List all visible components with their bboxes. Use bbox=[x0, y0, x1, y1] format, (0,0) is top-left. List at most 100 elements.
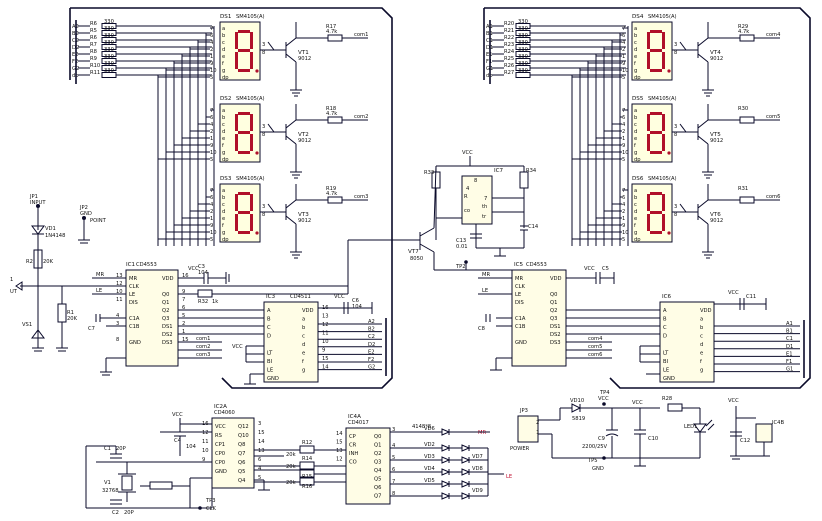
resistor-label: R23 bbox=[504, 42, 514, 48]
pin-name: d bbox=[634, 47, 637, 53]
transistor-collector bbox=[285, 135, 297, 145]
segment-f bbox=[235, 194, 238, 211]
com-pin: 8 bbox=[674, 50, 677, 56]
transistor-part: 9012 bbox=[710, 56, 723, 62]
right-board-frame bbox=[484, 7, 811, 389]
pin-name: Q7 bbox=[238, 451, 245, 457]
transistor-label: VT6 bbox=[710, 212, 721, 218]
com-pin: 3 bbox=[674, 42, 677, 48]
segment-d bbox=[650, 151, 662, 154]
pin-name: b bbox=[634, 195, 638, 201]
svg-text:TP2: TP2 bbox=[455, 264, 466, 270]
pin-name: c bbox=[634, 122, 637, 128]
pin-name: Q0 bbox=[162, 292, 169, 298]
svg-text:R33: R33 bbox=[424, 170, 434, 176]
pin-number: 7 bbox=[182, 297, 185, 303]
pin-name: Q0 bbox=[550, 292, 557, 298]
pin-number: 12 bbox=[322, 322, 329, 328]
pin-number: 10 bbox=[622, 68, 629, 74]
pin-name: c bbox=[302, 334, 305, 340]
pin-name: b bbox=[634, 33, 638, 39]
segment-b bbox=[250, 194, 253, 211]
pin-number: 15 bbox=[182, 337, 189, 343]
svg-text:20P: 20P bbox=[116, 446, 126, 452]
resistor-label: R9 bbox=[90, 56, 97, 62]
svg-text:0.01: 0.01 bbox=[456, 244, 468, 250]
pin-name: dp bbox=[634, 237, 641, 243]
pin-name: b bbox=[222, 115, 226, 121]
svg-text:CLK: CLK bbox=[206, 506, 217, 512]
transistor-label: VT2 bbox=[298, 132, 309, 138]
transistor-part: 9012 bbox=[298, 138, 311, 144]
transistor-collector bbox=[285, 53, 297, 63]
svg-text:R34: R34 bbox=[526, 168, 537, 174]
power-supply: 2 1 JP3 POWER VD10 5819 TP4 VCC C9 2200/… bbox=[510, 390, 784, 472]
wire bbox=[267, 203, 275, 213]
diode bbox=[461, 480, 471, 488]
pin-number: 1 bbox=[622, 136, 625, 142]
pin-name: VDD bbox=[162, 276, 174, 282]
resistor-label: R17 bbox=[326, 24, 336, 30]
pin-name: D bbox=[663, 334, 667, 340]
pin-number: 14 bbox=[258, 439, 265, 445]
transistor-emitter bbox=[697, 119, 709, 129]
svg-text:VCC: VCC bbox=[632, 400, 643, 406]
pin-number: 9 bbox=[322, 348, 325, 354]
segment-net-label: C2 bbox=[368, 334, 375, 340]
svg-text:IC4B: IC4B bbox=[772, 420, 784, 426]
pin-name: e bbox=[222, 136, 225, 142]
resistor bbox=[739, 196, 755, 204]
pin-name: DS3 bbox=[162, 340, 173, 346]
pin-name: dp bbox=[634, 75, 641, 81]
pin-number: 4 bbox=[258, 466, 262, 472]
segment-a bbox=[650, 112, 662, 115]
pin-number: 8 bbox=[392, 491, 395, 497]
resistor-label: R10 bbox=[90, 63, 100, 69]
pin-name: CP0 bbox=[215, 451, 225, 457]
svg-text:104: 104 bbox=[352, 304, 363, 310]
pin-number: 3 bbox=[392, 427, 395, 433]
pin-number: 5 bbox=[392, 455, 395, 461]
pin-name: b bbox=[634, 115, 638, 121]
resistor-value: 330 bbox=[104, 40, 114, 46]
svg-text:R2: R2 bbox=[26, 259, 33, 265]
pin-name: BI bbox=[267, 359, 273, 365]
resistor-net-label: F1 bbox=[486, 59, 492, 65]
diode-label: VD2 bbox=[424, 442, 435, 448]
segment-e bbox=[235, 214, 238, 231]
pin-name: Q4 bbox=[374, 468, 382, 474]
svg-text:LE: LE bbox=[96, 288, 102, 294]
svg-text:1: 1 bbox=[10, 277, 13, 283]
pin-number: 5 bbox=[622, 157, 625, 163]
pin-number: 16 bbox=[202, 421, 209, 427]
pin-name: Q2 bbox=[550, 308, 557, 314]
diode bbox=[441, 492, 451, 500]
pin-name: e bbox=[634, 54, 637, 60]
pin-number: 10 bbox=[322, 339, 329, 345]
display-label: DS4 bbox=[632, 14, 644, 20]
svg-text:C2: C2 bbox=[112, 510, 119, 516]
segment-b bbox=[662, 114, 665, 131]
svg-text:GND: GND bbox=[592, 466, 604, 472]
pin-name: dp bbox=[222, 237, 229, 243]
pin-name: Q0 bbox=[374, 434, 381, 440]
svg-text:C10: C10 bbox=[648, 436, 658, 442]
pin-name: C1A bbox=[129, 316, 140, 322]
pin-name: LE bbox=[267, 368, 273, 374]
svg-text:com6: com6 bbox=[588, 352, 602, 358]
resistor-label: R19 bbox=[326, 186, 336, 192]
segment-dp bbox=[667, 69, 671, 73]
svg-text:TP4: TP4 bbox=[599, 390, 610, 396]
segment-f bbox=[647, 114, 650, 131]
svg-text:8: 8 bbox=[474, 178, 477, 184]
pin-name: LE bbox=[663, 368, 669, 374]
ic4-decade-counter: IC4A CD4017 CP14CR15INH13CO12Q0Q1Q2Q3Q4Q… bbox=[254, 414, 512, 505]
segment-c bbox=[250, 52, 253, 69]
diode bbox=[461, 456, 471, 464]
pin-name: g bbox=[222, 230, 225, 236]
pin-number: 2 bbox=[622, 129, 625, 135]
pin-name: LE bbox=[515, 292, 521, 298]
com-pin: 3 bbox=[262, 124, 265, 130]
resistor-value: 330 bbox=[518, 33, 528, 39]
pin-number: 6 bbox=[622, 115, 625, 121]
